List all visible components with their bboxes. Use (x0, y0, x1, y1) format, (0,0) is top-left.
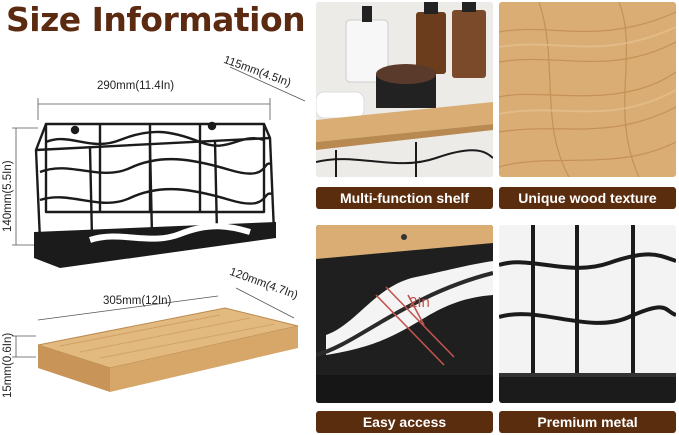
shelf-thickness-label: 15mm(0.6In) (2, 332, 14, 398)
panel-premium-metal (499, 225, 676, 403)
basket-base-plate (34, 222, 276, 268)
easy-access-photo: 2In (316, 225, 493, 403)
shelf-length-label: 305mm(12In) (103, 295, 172, 307)
caption-unique-wood-texture: Unique wood texture (499, 187, 676, 209)
panel-multi-function-shelf (316, 2, 493, 177)
multi-function-shelf-photo (316, 2, 493, 177)
page-title: Size Information (6, 0, 306, 39)
caption-multi-function-shelf: Multi-function shelf (316, 187, 493, 209)
wooden-shelf (37, 307, 299, 392)
caption-premium-metal: Premium metal (499, 411, 676, 433)
caption-easy-access: Easy access (316, 411, 493, 433)
wire-basket (34, 121, 276, 242)
gap-annotation: 2In (409, 294, 430, 311)
premium-metal-photo (499, 225, 676, 403)
basket-length-label: 290mm(11.4In) (97, 80, 175, 92)
wood-texture-photo (499, 2, 676, 177)
panel-easy-access: 2In (316, 225, 493, 403)
panel-unique-wood-texture (499, 2, 676, 177)
shelf-dimension-lines (12, 287, 295, 358)
basket-height-label: 140mm(5.5In) (2, 160, 14, 232)
basket-dimension-lines (12, 66, 306, 246)
product-dimension-drawings (12, 66, 306, 392)
